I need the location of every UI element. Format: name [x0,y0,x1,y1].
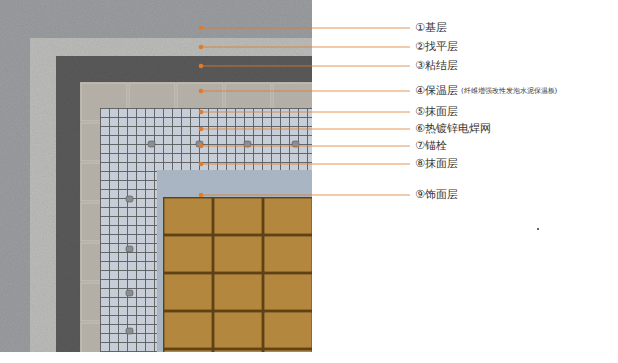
callout-label: ④保温层 [414,85,459,97]
callout-label: ⑨饰面层 [414,189,459,201]
callout-label: ②找平层 [414,41,459,53]
callout-label: ⑦锚栓 [414,140,448,152]
callout-label: ③粘结层 [414,60,459,72]
callout-label: ⑤抹面层 [414,106,459,118]
callout-label: ①基层 [414,22,448,34]
callout-label: ⑧抹面层 [414,158,459,170]
callout-note: (纤维增强改性发泡水泥保温板) [460,88,558,96]
callout-label: ⑥热镀锌电焊网 [414,123,492,135]
